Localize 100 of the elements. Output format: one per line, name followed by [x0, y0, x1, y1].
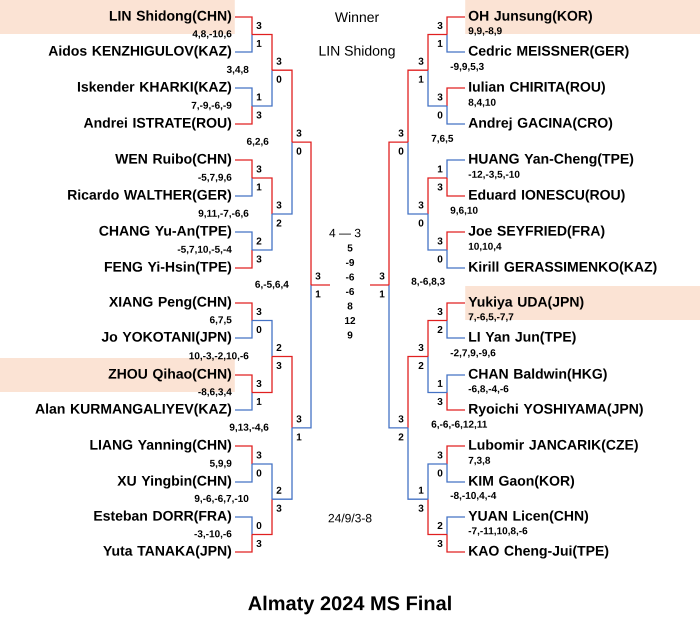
set-count: 3	[256, 380, 262, 388]
player-name: Joe SEYFRIED(FRA)	[468, 225, 604, 239]
set-count: 0	[438, 469, 442, 477]
set-count: 3	[398, 130, 404, 137]
set-count: 0	[256, 522, 262, 530]
set-count: 1	[316, 290, 320, 298]
set-count: 1	[256, 398, 262, 405]
final-set-score: -6	[346, 273, 354, 281]
set-count: 3	[276, 504, 282, 512]
match-score: 9,6,10	[450, 206, 478, 216]
player-name: WEN Ruibo(CHN)	[115, 153, 232, 167]
set-count: 3	[437, 93, 442, 101]
match-score: -7,-11,10,8,-6	[468, 527, 528, 536]
player-name: KIM Gaon(KOR)	[469, 475, 574, 489]
match-score: 10,10,4	[468, 242, 502, 252]
match-score: 8,-6,8,3	[412, 278, 445, 286]
player-name: Esteban DORR(FRA)	[94, 510, 232, 524]
player-name: Iulian CHIRITA(ROU)	[469, 81, 605, 95]
player-name: CHAN Baldwin(HKG)	[468, 368, 607, 382]
match-score: 9,11,-7,-6,6	[198, 210, 248, 218]
player-name: Alan KURMANGALIYEV(KAZ)	[35, 403, 232, 417]
player-name: LIANG Yanning(CHN)	[90, 439, 232, 453]
match-score: 7,6,5	[432, 134, 454, 144]
set-count: 2	[276, 220, 282, 226]
set-count: 3	[256, 22, 262, 30]
winner-name: LIN Shidong	[320, 45, 395, 58]
set-count: 3	[276, 362, 282, 370]
match-score: 7,3,8	[468, 456, 490, 466]
player-name: XIANG Peng(CHN)	[109, 296, 232, 310]
match-score: 5,9,9	[210, 460, 232, 468]
set-count: 1	[380, 290, 385, 298]
set-count: 1	[438, 166, 443, 172]
match-score: 9,13,-4,6	[230, 424, 268, 432]
winner-heading: Winner	[334, 12, 379, 22]
set-count: 1	[256, 94, 262, 100]
final-set-score: 12	[345, 317, 356, 324]
set-count: 1	[418, 76, 424, 83]
set-count: 3	[379, 272, 384, 280]
set-count: 3	[418, 201, 424, 209]
final-result: 4 — 3	[329, 228, 360, 238]
player-name: Cedric MEISSNER(GER)	[468, 45, 629, 58]
set-count: 3	[437, 237, 442, 245]
match-score: 3,4,8	[226, 66, 248, 74]
set-count: 3	[437, 540, 442, 548]
match-score: -6,8,-4,-6	[468, 385, 508, 394]
set-count: 0	[256, 326, 262, 334]
match-score: 9,-6,-6,7,-10	[194, 494, 248, 504]
set-count: 0	[276, 76, 282, 83]
set-count: 2	[418, 362, 424, 369]
player-name: HUANG Yan-Cheng(TPE)	[469, 153, 634, 167]
player-name: Andrei ISTRATE(ROU)	[84, 117, 232, 131]
match-score: 9,9,-8,9	[468, 27, 502, 36]
set-count: 3	[418, 58, 424, 65]
match-score: 6,2,6	[246, 138, 268, 146]
set-count: 1	[296, 433, 302, 440]
match-score: 6,7,5	[210, 316, 232, 325]
final-set-score: 8	[348, 302, 352, 310]
set-count: 0	[256, 469, 262, 477]
set-count: 3	[256, 165, 262, 173]
set-count: 3	[296, 130, 302, 137]
set-count: 2	[276, 344, 282, 351]
player-name: FENG Yi-Hsin(TPE)	[104, 261, 232, 275]
set-count: 0	[296, 148, 302, 155]
final-set-score: -9	[346, 258, 354, 266]
set-count: 2	[438, 522, 442, 529]
set-count: 3	[418, 344, 424, 352]
match-score: -9,9,5,3	[450, 62, 484, 72]
set-count: 3	[256, 111, 262, 119]
match-date: 24/9/3-8	[328, 514, 372, 522]
set-count: 2	[256, 238, 262, 244]
set-count: 3	[256, 308, 262, 316]
set-count: 1	[438, 40, 443, 47]
match-score: -5,7,10,-5,-4	[178, 246, 232, 254]
player-name: Andrej GACINA(CRO)	[468, 117, 612, 131]
match-score: -5,7,9,6	[198, 174, 232, 182]
set-count: 1	[438, 380, 443, 387]
player-name: Eduard IONESCU(ROU)	[469, 189, 625, 203]
title: Almaty 2024 MS Final	[248, 596, 451, 614]
match-score: 8,4,10	[468, 98, 496, 108]
set-count: 3	[296, 415, 302, 422]
set-count: 3	[418, 504, 424, 512]
match-score: -2,7,9,-9,6	[450, 349, 496, 358]
match-score: 7,-6,5,-7,7	[468, 313, 514, 322]
match-score: -8,-10,4,-4	[450, 492, 496, 500]
set-count: 3	[276, 58, 282, 65]
match-score: 10,-3,-2,10,-6	[189, 352, 248, 361]
set-count: 2	[398, 433, 404, 440]
set-count: 2	[438, 326, 442, 333]
player-name: Lubomir JANCARIK(CZE)	[469, 439, 638, 453]
set-count: 3	[437, 22, 442, 30]
set-count: 2	[276, 486, 282, 494]
set-count: 0	[418, 219, 424, 227]
player-name: Ricardo WALTHER(GER)	[68, 189, 232, 203]
set-count: 1	[418, 486, 424, 494]
set-count: 3	[437, 398, 442, 406]
player-name: LI Yan Jun(TPE)	[469, 331, 576, 345]
set-count: 1	[256, 184, 262, 190]
set-count: 3	[437, 183, 442, 191]
set-count: 0	[438, 111, 442, 119]
player-name: Iskender KHARKI(KAZ)	[78, 81, 232, 95]
